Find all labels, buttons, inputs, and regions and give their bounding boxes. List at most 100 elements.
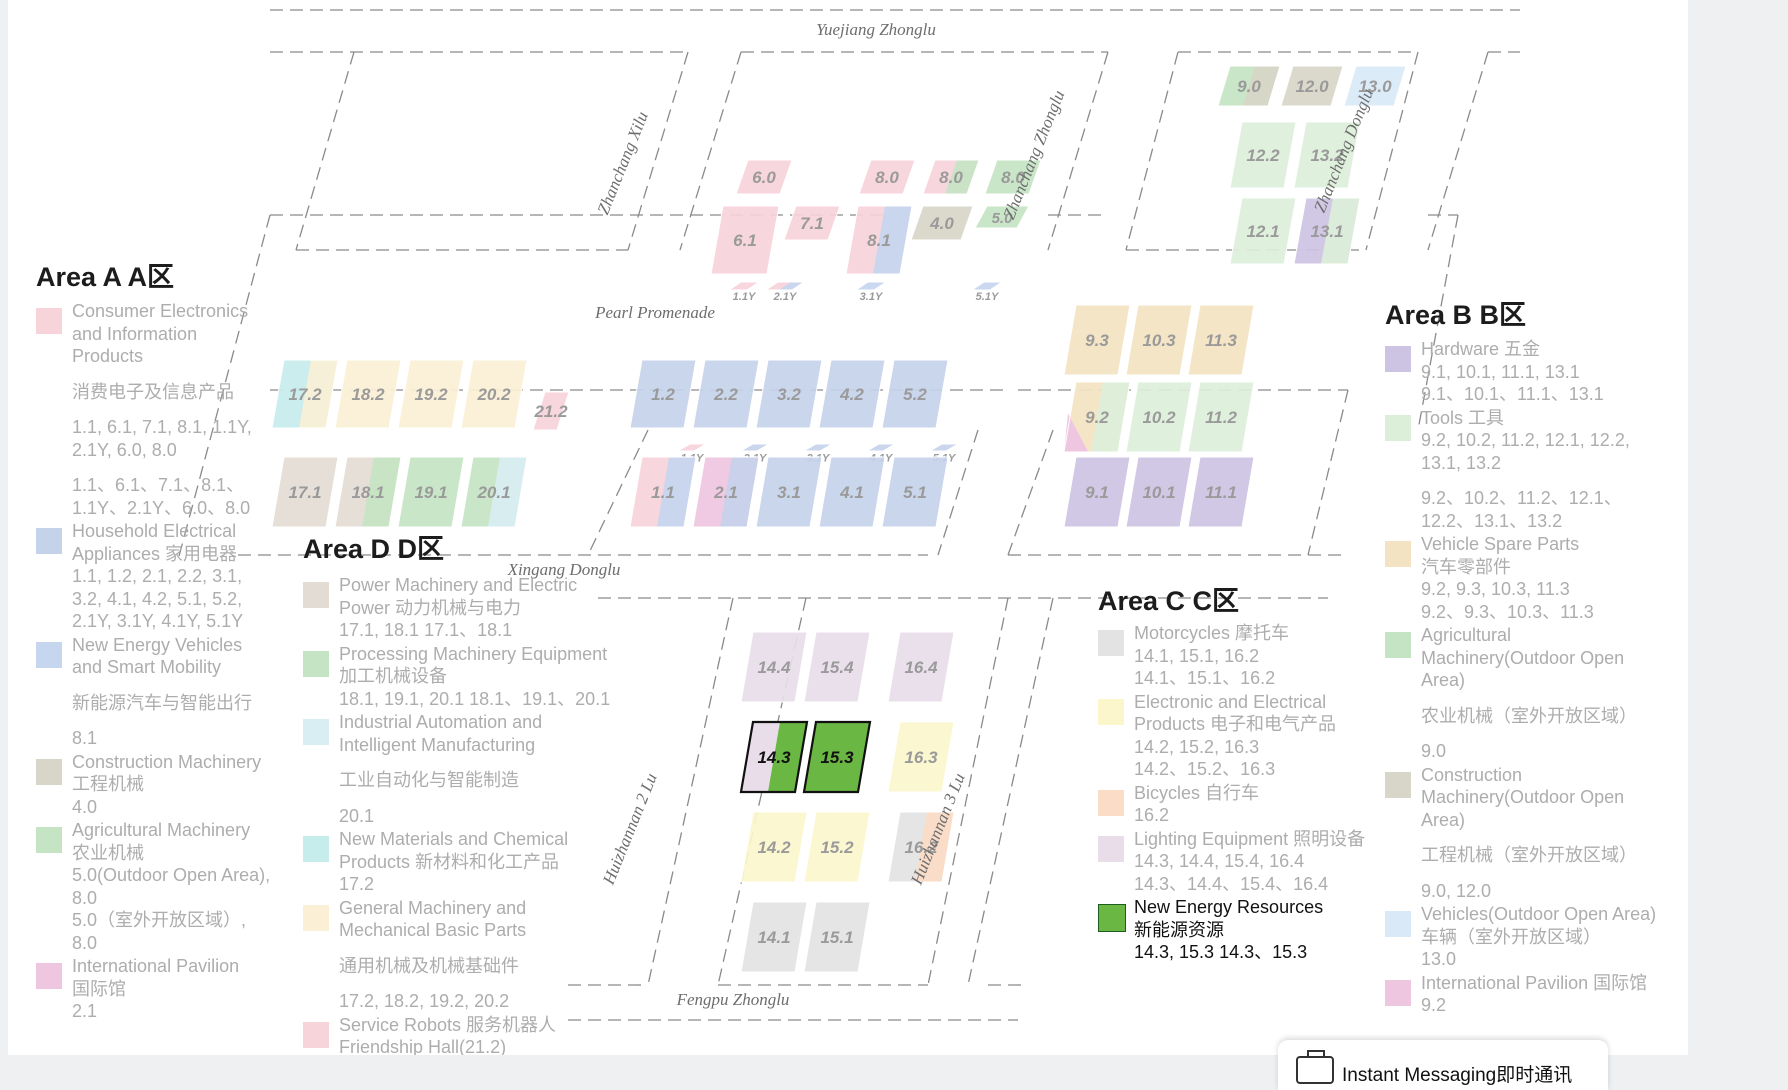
exhibition-hall[interactable]: 8.1 xyxy=(845,205,913,275)
exhibition-hall[interactable]: 7.1 xyxy=(783,205,841,241)
exhibition-hall[interactable]: 2.1Y xyxy=(764,281,806,303)
exhibition-hall[interactable]: 3.1Y xyxy=(854,281,888,303)
exhibition-hall[interactable]: 4.1 xyxy=(818,456,886,528)
exhibition-hall[interactable]: 16.4 xyxy=(887,631,955,703)
exhibition-hall[interactable]: 8.0 xyxy=(858,159,916,195)
exhibition-hall[interactable]: 5.1 xyxy=(881,456,949,528)
exhibition-hall[interactable]: 12.2 xyxy=(1229,121,1297,189)
exhibition-hall[interactable]: 4.2 xyxy=(818,359,886,429)
exhibition-hall[interactable]: 5.2 xyxy=(881,359,949,429)
exhibition-hall[interactable]: 1.2 xyxy=(629,359,697,429)
hall-outline xyxy=(974,205,1030,229)
exhibition-hall[interactable]: 9.3 xyxy=(1063,304,1131,376)
exhibition-hall[interactable]: 14.4 xyxy=(740,631,808,703)
road-line xyxy=(295,51,355,251)
hall-outline xyxy=(727,281,761,291)
hall-fill-secondary xyxy=(915,812,954,882)
instant-messaging-tab[interactable]: Instant Messaging即时通讯 xyxy=(1278,1040,1608,1090)
hall-label: 4.1 xyxy=(839,483,864,502)
hall-fill xyxy=(461,360,527,428)
hall-label: 12.1 xyxy=(1246,222,1279,241)
hall-fill xyxy=(630,360,696,428)
exhibition-hall[interactable]: 11.1 xyxy=(1187,456,1255,528)
exhibition-hall[interactable]: 18.2 xyxy=(334,359,402,429)
exhibition-hall[interactable]: 20.2 xyxy=(460,359,528,429)
legend-text: General Machinery and xyxy=(339,897,527,918)
exhibition-hall[interactable]: 9.1 xyxy=(1063,456,1131,528)
exhibition-hall[interactable]: 1.1Y xyxy=(727,281,761,303)
exhibition-hall[interactable]: 12.0 xyxy=(1280,65,1344,107)
exhibition-hall[interactable]: 14.1 xyxy=(740,901,808,973)
exhibition-hall[interactable]: 3.1 xyxy=(755,456,823,528)
exhibition-hall[interactable]: 20.1 xyxy=(460,456,528,528)
exhibition-hall[interactable]: 19.2 xyxy=(397,359,465,429)
exhibition-hall[interactable]: 14.3 xyxy=(739,720,809,794)
hall-label: 8.0 xyxy=(875,168,899,187)
exhibition-hall[interactable]: 10.1 xyxy=(1125,456,1193,528)
exhibition-hall[interactable]: 9.2 xyxy=(1063,381,1131,453)
legend-text: International Pavilion 国际馆 xyxy=(1421,972,1648,993)
exhibition-hall[interactable]: 11.2 xyxy=(1187,381,1255,453)
exhibition-hall[interactable]: 17.2 xyxy=(271,359,339,429)
hall-outline xyxy=(984,159,1042,195)
legend-text: 9.2, 9.3, 10.3, 11.3 xyxy=(1421,579,1570,600)
legend-swatch xyxy=(1385,911,1411,938)
exhibition-hall[interactable]: 13.2 xyxy=(1293,121,1361,189)
exhibition-hall[interactable]: 15.4 xyxy=(803,631,871,703)
exhibition-hall[interactable]: 10.2 xyxy=(1125,381,1193,453)
legend-text: 汽车零部件 xyxy=(1421,556,1511,577)
hall-fill xyxy=(804,902,870,972)
exhibition-hall[interactable]: 16.3 xyxy=(887,721,955,793)
exhibition-hall[interactable]: 13.0 xyxy=(1343,65,1407,107)
exhibition-hall[interactable]: 1.1 xyxy=(629,456,697,528)
legend-swatch xyxy=(303,582,329,608)
exhibition-hall[interactable]: 9.0 xyxy=(1217,65,1281,107)
exhibition-hall[interactable]: 19.1 xyxy=(397,456,465,528)
exhibition-hall[interactable]: 13.1 xyxy=(1293,197,1361,265)
exhibition-hall[interactable]: 11.3 xyxy=(1187,304,1255,376)
exhibition-hall[interactable]: 8.0 xyxy=(984,159,1042,195)
legend-text: Products 新材料和化工产品 xyxy=(339,851,560,872)
hall-fill-secondary xyxy=(720,457,759,527)
exhibition-hall[interactable]: 2.1 xyxy=(692,456,760,528)
legend-swatch xyxy=(303,719,329,745)
hall-fill xyxy=(398,457,464,527)
exhibition-hall[interactable]: 3.2 xyxy=(755,359,823,429)
legend-text: 1.1, 6.1, 7.1, 8.1, 1.1Y, xyxy=(72,417,252,437)
exhibition-hall[interactable]: 16.2 xyxy=(887,811,955,883)
hall-fill xyxy=(756,360,822,428)
exhibition-hall[interactable]: 18.1 xyxy=(334,456,402,528)
exhibition-hall[interactable]: 4.0 xyxy=(910,205,974,241)
hall-outline xyxy=(1063,456,1131,528)
hall-fill xyxy=(741,812,807,882)
hall-outline xyxy=(854,281,888,291)
exhibition-hall[interactable]: 8.0 xyxy=(922,159,980,195)
exhibition-hall[interactable]: 12.1 xyxy=(1229,197,1297,265)
road-line xyxy=(927,597,1009,986)
road-line xyxy=(1365,51,1419,251)
exhibition-hall[interactable]: 17.1 xyxy=(271,456,339,528)
exhibition-hall[interactable]: 10.3 xyxy=(1125,304,1193,376)
exhibition-hall[interactable]: 5.0 xyxy=(974,205,1030,229)
exhibition-hall[interactable]: 15.3 xyxy=(802,720,872,794)
hall-fill xyxy=(1281,66,1343,106)
hall-label: 10.1 xyxy=(1142,483,1175,502)
hall-label: 10.2 xyxy=(1142,408,1176,427)
exhibition-hall[interactable]: 6.1 xyxy=(710,205,780,275)
legend-text: 工业自动化与智能制造 xyxy=(339,770,519,790)
exhibition-hall[interactable]: 21.2 xyxy=(532,391,570,431)
exhibition-hall[interactable]: 5.1Y xyxy=(970,281,1004,303)
legend-swatch xyxy=(303,836,329,863)
legend-text: 9.2 xyxy=(1421,995,1447,1016)
hall-outline xyxy=(881,359,949,429)
exhibition-hall[interactable]: 2.2 xyxy=(692,359,760,429)
exhibition-hall[interactable]: 15.2 xyxy=(803,811,871,883)
exhibition-hall[interactable]: 15.1 xyxy=(803,901,871,973)
hall-fill xyxy=(804,444,832,451)
hall-fill xyxy=(729,282,759,290)
street-label: Xingang Donglu xyxy=(507,560,621,579)
exhibition-hall[interactable]: 6.0 xyxy=(735,159,793,195)
hall-outline xyxy=(1187,456,1255,528)
exhibition-hall[interactable]: 14.2 xyxy=(740,811,808,883)
